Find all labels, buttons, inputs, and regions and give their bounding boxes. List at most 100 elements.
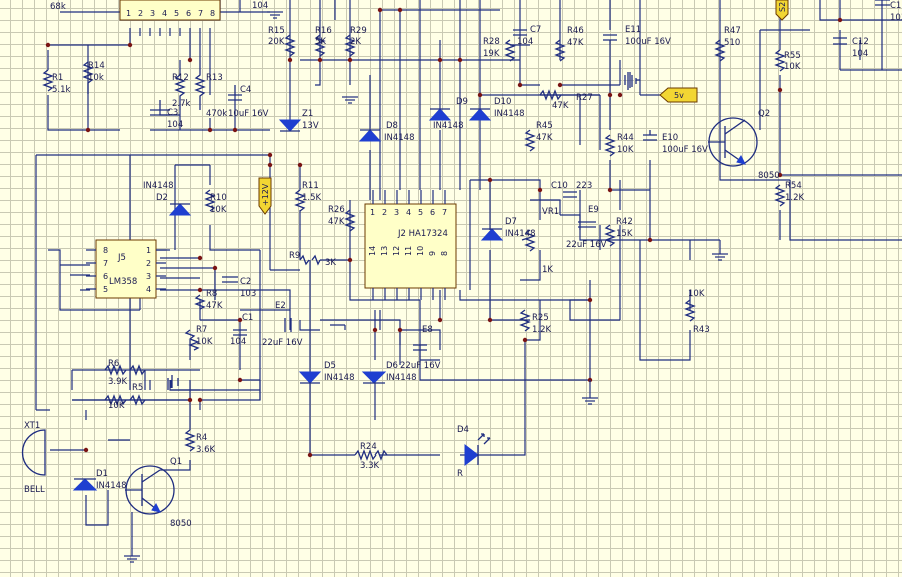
svg-text:1.2K: 1.2K [785, 193, 805, 203]
svg-text:R43: R43 [693, 325, 710, 335]
svg-text:R45: R45 [536, 121, 553, 131]
svg-text:C1: C1 [242, 313, 253, 323]
svg-text:R16: R16 [315, 26, 332, 36]
svg-text:47K: 47K [206, 301, 223, 311]
svg-text:D7: D7 [505, 217, 517, 227]
svg-text:1.2K: 1.2K [532, 325, 552, 335]
svg-text:5: 5 [418, 208, 423, 217]
svg-text:C12: C12 [852, 37, 869, 47]
svg-text:R25: R25 [532, 313, 549, 323]
s2-label: S2 [778, 2, 787, 12]
svg-text:10K: 10K [210, 205, 227, 215]
svg-text:12: 12 [392, 246, 401, 256]
svg-text:R8: R8 [206, 289, 217, 299]
5v-label: 5v [674, 91, 684, 100]
svg-text:LM358: LM358 [109, 277, 137, 287]
pin-stubs [86, 190, 446, 300]
svg-text:22uF 16V: 22uF 16V [400, 361, 441, 371]
svg-text:IN4148: IN4148 [494, 109, 525, 119]
svg-text:10uF 16V: 10uF 16V [228, 109, 269, 119]
plus-12v-flag [258, 177, 272, 215]
svg-text:IN4148: IN4148 [143, 181, 174, 191]
svg-text:2: 2 [382, 208, 387, 217]
svg-text:C10: C10 [551, 181, 568, 191]
s2-flag [775, 0, 789, 21]
bell-icon [21, 429, 46, 476]
svg-text:XT1: XT1 [24, 421, 40, 431]
plus-12v-label: +12V [261, 183, 270, 206]
svg-text:D5: D5 [324, 361, 336, 371]
capacitors [150, 0, 890, 388]
svg-text:13V: 13V [302, 121, 319, 131]
svg-text:5.1k: 5.1k [52, 85, 71, 95]
svg-text:510: 510 [724, 38, 740, 48]
svg-text:103: 103 [240, 289, 256, 299]
junctions [45, 7, 843, 458]
svg-text:9: 9 [428, 251, 437, 256]
svg-text:R10: R10 [210, 193, 227, 203]
svg-text:R55: R55 [784, 51, 801, 61]
svg-text:223: 223 [576, 181, 592, 191]
svg-text:104: 104 [517, 37, 533, 47]
svg-text:5: 5 [174, 9, 179, 18]
svg-text:22uF 16V: 22uF 16V [262, 338, 303, 348]
top-chip [119, 0, 221, 21]
svg-text:8: 8 [103, 246, 108, 255]
svg-text:C13: C13 [890, 1, 902, 11]
svg-text:7: 7 [103, 259, 108, 268]
svg-text:3.3K: 3.3K [360, 461, 380, 471]
svg-text:8: 8 [210, 9, 215, 18]
svg-text:100uF 16V: 100uF 16V [625, 37, 671, 47]
svg-text:R42: R42 [616, 217, 633, 227]
svg-text:R6: R6 [108, 359, 119, 369]
svg-text:1K: 1K [542, 265, 553, 275]
transistors [125, 117, 758, 515]
svg-text:C4: C4 [240, 85, 251, 95]
svg-text:14: 14 [368, 246, 377, 256]
svg-text:R12: R12 [172, 73, 189, 83]
svg-text:1: 1 [370, 208, 375, 217]
svg-text:R44: R44 [617, 133, 634, 143]
svg-text:4: 4 [162, 9, 167, 18]
svg-text:R28: R28 [483, 37, 500, 47]
svg-text:470k: 470k [206, 109, 227, 119]
svg-text:10K: 10K [617, 145, 634, 155]
svg-text:8050: 8050 [170, 519, 192, 529]
resistors [42, 34, 786, 461]
svg-text:20K: 20K [268, 37, 285, 47]
svg-text:47K: 47K [536, 133, 553, 143]
svg-text:R7: R7 [196, 325, 207, 335]
svg-text:Z1: Z1 [302, 109, 313, 119]
svg-text:4: 4 [406, 208, 411, 217]
svg-text:R27: R27 [576, 93, 593, 103]
svg-text:D6: D6 [386, 361, 398, 371]
svg-text:IN4148: IN4148 [96, 481, 127, 491]
svg-text:3.9K: 3.9K [108, 377, 128, 387]
svg-text:47K: 47K [328, 217, 345, 227]
svg-text:3: 3 [394, 208, 399, 217]
svg-text:C7: C7 [530, 25, 541, 35]
svg-text:IN4148: IN4148 [433, 121, 464, 131]
svg-text:R14: R14 [88, 61, 105, 71]
svg-text:5K: 5K [315, 37, 326, 47]
svg-text:1.5K: 1.5K [302, 193, 322, 203]
svg-text:104: 104 [230, 337, 246, 347]
svg-text:2: 2 [146, 259, 151, 268]
svg-text:47K: 47K [567, 38, 584, 48]
svg-text:22uF 16V: 22uF 16V [566, 240, 607, 250]
svg-text:R1: R1 [52, 73, 63, 83]
svg-text:68k: 68k [50, 2, 66, 12]
svg-text:R24: R24 [360, 442, 377, 452]
svg-text:7: 7 [442, 208, 447, 217]
svg-text:11: 11 [404, 246, 413, 256]
svg-text:10K: 10K [108, 401, 125, 411]
svg-text:10k: 10k [88, 73, 104, 83]
svg-text:5: 5 [103, 285, 108, 294]
svg-text:19K: 19K [483, 49, 500, 59]
svg-text:103: 103 [890, 13, 902, 23]
svg-text:R47: R47 [724, 26, 741, 36]
svg-text:D8: D8 [386, 121, 398, 131]
svg-text:J5: J5 [117, 253, 126, 263]
